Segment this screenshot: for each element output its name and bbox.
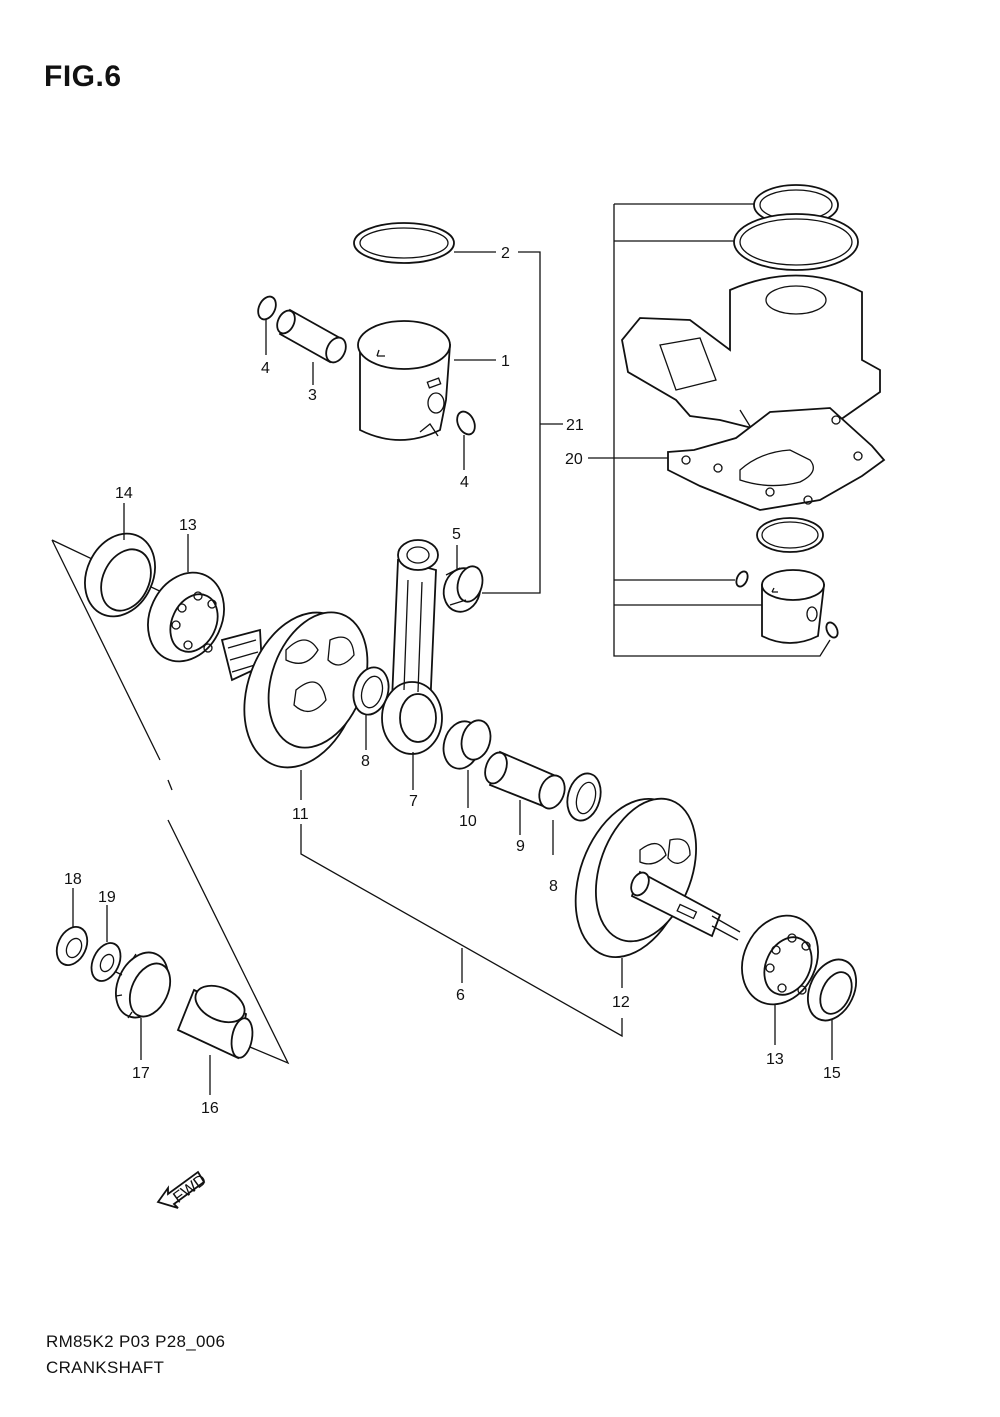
oil-seal-part — [807, 958, 857, 1022]
small-end-bearing-part — [442, 565, 484, 613]
callout-16: 16 — [201, 1100, 219, 1117]
piston-pin-circlip-part — [257, 295, 277, 321]
callout-10: 10 — [459, 813, 477, 830]
piston-pin-circlip-part — [456, 410, 476, 436]
callout-20: 20 — [565, 451, 583, 468]
drawing-code: RM85K2 P03 P28_006 — [46, 1332, 226, 1351]
callout-8: 8 — [549, 878, 558, 895]
crank-bearing-part — [147, 571, 225, 663]
crank-bearing-part — [741, 914, 819, 1006]
callout-18: 18 — [64, 871, 82, 888]
figure-name: CRANKSHAFT — [46, 1358, 165, 1377]
thrust-washer-part — [352, 666, 390, 716]
callout-9: 9 — [516, 838, 525, 855]
fwd-arrow-icon: FWD — [156, 1170, 210, 1209]
callout-3: 3 — [308, 387, 317, 404]
connecting-rod-part — [381, 539, 443, 755]
nut-part — [55, 926, 89, 966]
callout-4: 4 — [261, 360, 270, 377]
callout-5: 5 — [452, 526, 461, 543]
top-end-kit-inset — [613, 184, 886, 657]
callout-2: 2 — [501, 245, 510, 262]
callout-7: 7 — [409, 793, 418, 810]
leader-lines — [72, 251, 833, 1095]
callout-11: 11 — [292, 806, 309, 823]
thrust-washer-part — [566, 772, 602, 822]
big-end-bearing-part — [442, 719, 492, 770]
callout-13: 13 — [179, 517, 197, 534]
callout-13: 13 — [766, 1051, 784, 1068]
primary-drive-gear-part — [115, 951, 172, 1019]
callout-21: 21 — [566, 417, 584, 434]
spacer-part — [176, 984, 254, 1060]
callout-labels: 1 2 3 4 4 5 6 7 8 8 9 10 11 12 13 13 14 … — [64, 245, 841, 1117]
piston-pin-part — [276, 308, 347, 364]
washer-part — [90, 942, 122, 982]
callout-8: 8 — [361, 753, 370, 770]
crank-pin-part — [484, 750, 566, 810]
figure-title: FIG.6 — [44, 60, 122, 93]
callout-12: 12 — [612, 994, 630, 1011]
callout-6: 6 — [456, 987, 465, 1004]
callout-17: 17 — [132, 1065, 150, 1082]
callout-14: 14 — [115, 485, 133, 502]
callout-19: 19 — [98, 889, 116, 906]
piston-ring-part — [353, 222, 455, 264]
piston-part — [357, 320, 451, 441]
callout-15: 15 — [823, 1065, 841, 1082]
callout-4: 4 — [460, 474, 469, 491]
callout-1: 1 — [501, 353, 510, 370]
crank-web-right-part — [574, 797, 741, 958]
oil-seal-part — [84, 532, 156, 618]
